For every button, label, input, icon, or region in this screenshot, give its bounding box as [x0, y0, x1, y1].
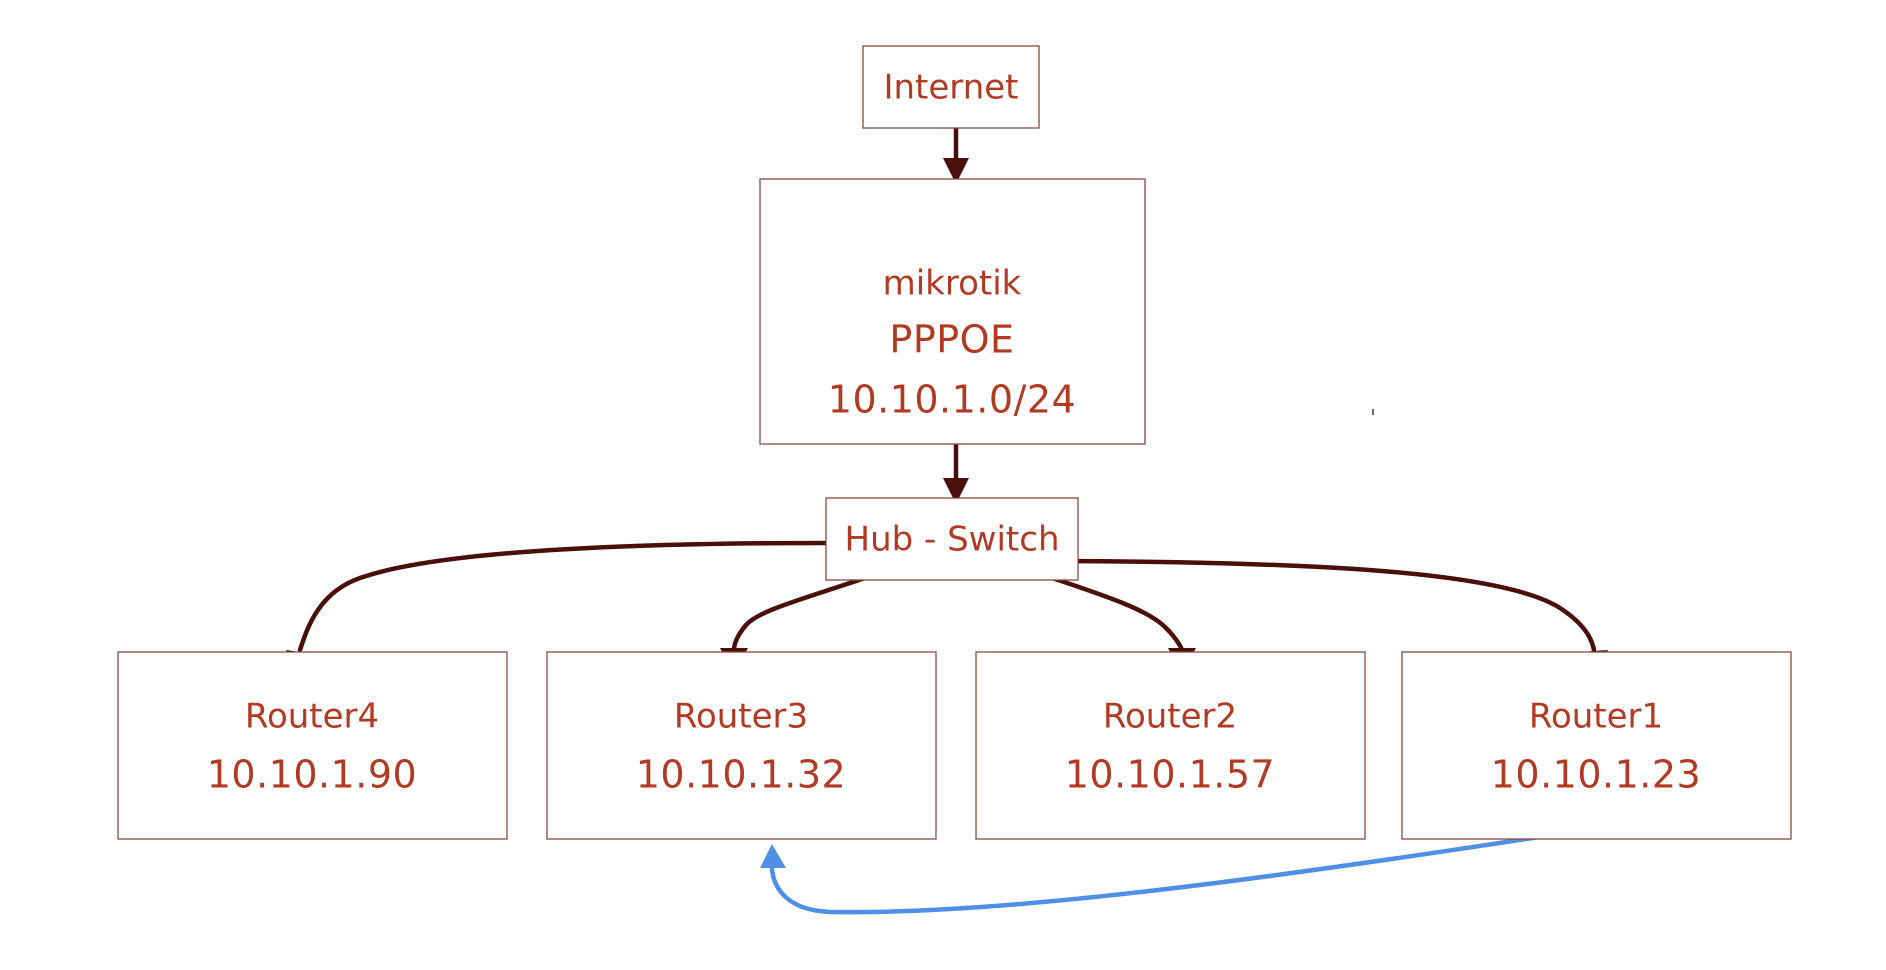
router1-name: Router1 — [1529, 697, 1663, 737]
hub-switch-node[interactable]: Hub - Switch — [825, 497, 1079, 581]
router2-ip: 10.10.1.57 — [1065, 753, 1275, 797]
router1-ip: 10.10.1.23 — [1491, 753, 1701, 797]
mikrotik-title: mikrotik — [883, 264, 1022, 304]
mikrotik-node[interactable]: mikrotik PPPOE 10.10.1.0/24 — [759, 178, 1146, 445]
edge-router1-to-router3 — [760, 832, 1555, 915]
router4-node[interactable]: Router4 10.10.1.90 — [117, 651, 508, 840]
router2-node[interactable]: Router2 10.10.1.57 — [975, 651, 1366, 840]
router4-ip: 10.10.1.90 — [207, 753, 417, 797]
router3-node[interactable]: Router3 10.10.1.32 — [546, 651, 937, 840]
mikrotik-subnet: 10.10.1.0/24 — [828, 378, 1076, 422]
stray-mark — [1372, 409, 1374, 415]
router3-name: Router3 — [674, 697, 808, 737]
mikrotik-protocol: PPPOE — [889, 318, 1014, 362]
edge-mikrotik-to-hub — [943, 438, 969, 504]
router2-name: Router2 — [1103, 697, 1237, 737]
router4-name: Router4 — [245, 697, 379, 737]
internet-label: Internet — [883, 68, 1018, 108]
internet-node[interactable]: Internet — [862, 45, 1040, 129]
hub-switch-label: Hub - Switch — [845, 520, 1060, 560]
router3-ip: 10.10.1.32 — [636, 753, 846, 797]
edge-internet-to-mikrotik — [943, 119, 969, 184]
router1-node[interactable]: Router1 10.10.1.23 — [1401, 651, 1792, 840]
